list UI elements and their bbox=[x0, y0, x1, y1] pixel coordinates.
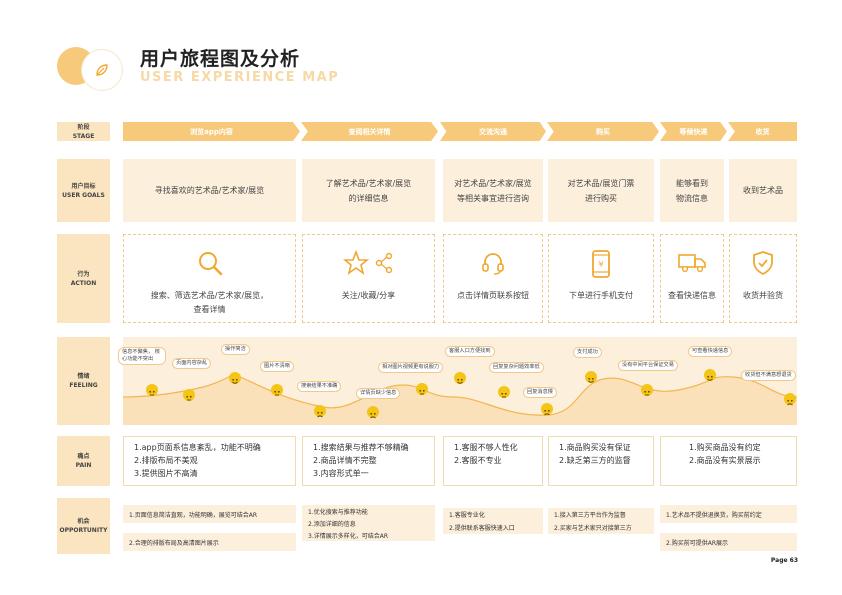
happy-face-icon bbox=[585, 371, 597, 383]
feeling-bubble: 搜索结果不准确 bbox=[297, 381, 342, 392]
page-subtitle: USER EXPERIENCE MAP bbox=[140, 70, 340, 85]
feeling-bubble: 页面内容杂乱 bbox=[172, 358, 212, 369]
opportunity-browse: 1.页面信息简洁直观，功能明确，展览可结合AR 2.合理的排版布局及高清图片展示 bbox=[123, 498, 296, 554]
neutral-face-icon bbox=[641, 384, 653, 396]
neutral-face-icon bbox=[271, 384, 283, 396]
action-purchase: ¥ 下单进行手机支付 bbox=[548, 234, 654, 323]
logo-leaf-icon bbox=[82, 50, 122, 90]
stage-browse: 浏览app内容 bbox=[123, 122, 300, 141]
feeling-bubble: 回复消息慢 bbox=[523, 387, 557, 398]
goal-details: 了解艺术品/艺术家/展览的详细信息 bbox=[302, 159, 435, 222]
feeling-bubble: 回复复杂问题效率低 bbox=[489, 362, 544, 373]
feeling-bubble: 收货但不满意想退货 bbox=[741, 370, 796, 381]
goal-delivery: 能够看到物流信息 bbox=[660, 159, 724, 222]
action-delivery: 查看快递信息 bbox=[660, 234, 724, 323]
shield-check-icon bbox=[753, 251, 773, 276]
feeling-bubble: 信息不聚焦， 核心功能不突出 bbox=[118, 347, 166, 365]
opportunity-purchase: 1.接入第三方平台作为监督 2.买家与艺术家只对接第三方 bbox=[548, 498, 654, 554]
sad-face-icon bbox=[367, 406, 379, 419]
feeling-bubble: 操作简洁 bbox=[221, 344, 250, 355]
star-share-icon bbox=[342, 250, 392, 275]
feeling-bubble: 详情页缺少信息 bbox=[356, 388, 401, 399]
stage-communicate: 交流沟通 bbox=[440, 122, 546, 141]
feeling-bubble: 图片不清晰 bbox=[260, 361, 294, 372]
sad-face-icon bbox=[784, 393, 796, 406]
stage-receive: 收货 bbox=[728, 122, 797, 141]
feeling-bubble: 相对图片视频更有说服力 bbox=[378, 362, 444, 373]
feeling-bubble: 没有中间平台保证交易 bbox=[618, 360, 678, 371]
page-title: 用户旅程图及分析 bbox=[140, 48, 301, 70]
happy-face-icon bbox=[229, 372, 241, 384]
feeling-bubble: 可查看快递信息 bbox=[688, 346, 733, 357]
action-browse: 搜索、筛选艺术品/艺术家/展览，查看详情 bbox=[123, 234, 296, 323]
action-communicate: 点击详情页联系按钮 bbox=[443, 234, 543, 323]
sad-face-icon bbox=[541, 403, 553, 416]
goal-receive: 收到艺术品 bbox=[729, 159, 797, 222]
happy-face-icon bbox=[704, 369, 716, 381]
stage-details: 查阅相关详情 bbox=[301, 122, 438, 141]
neutral-face-icon bbox=[183, 389, 195, 401]
truck-icon bbox=[678, 254, 706, 273]
opportunity-delivery-receive: 1.艺术品不提供退换货，购买前约定 2.购买前可提供AR展示 bbox=[660, 498, 797, 554]
happy-face-icon bbox=[454, 372, 466, 384]
action-details: 关注/收藏/分享 bbox=[302, 234, 435, 323]
goal-browse: 寻找喜欢的艺术品/艺术家/展览 bbox=[123, 159, 296, 222]
opportunity-communicate: 1.客服专业化 2.提供联系客服快速入口 bbox=[443, 498, 543, 554]
action-receive: 收货并验货 bbox=[729, 234, 797, 323]
stage-wait-delivery: 等候快递 bbox=[660, 122, 727, 141]
headset-icon bbox=[482, 253, 504, 275]
feeling-bubble: 客服入口方便找到 bbox=[445, 346, 495, 357]
svg-text:¥: ¥ bbox=[598, 260, 603, 269]
neutral-face-icon bbox=[146, 384, 158, 396]
sad-face-icon bbox=[314, 405, 326, 418]
neutral-face-icon bbox=[416, 383, 428, 395]
neutral-face-icon bbox=[498, 386, 510, 398]
feeling-bubble: 支付成功 bbox=[573, 347, 602, 358]
search-icon bbox=[198, 252, 222, 276]
mobile-pay-icon: ¥ bbox=[592, 250, 610, 278]
goal-communicate: 对艺术品/艺术家/展览等相关事宜进行咨询 bbox=[443, 159, 543, 222]
page-number: Page 63 bbox=[770, 557, 798, 564]
stage-purchase: 购买 bbox=[547, 122, 659, 141]
opportunity-details: 1.优化搜索与推荐功能 2.添加详细的信息 3.详情展示多样化，可结合AR bbox=[302, 498, 435, 554]
goal-purchase: 对艺术品/展览门票进行购买 bbox=[548, 159, 654, 222]
